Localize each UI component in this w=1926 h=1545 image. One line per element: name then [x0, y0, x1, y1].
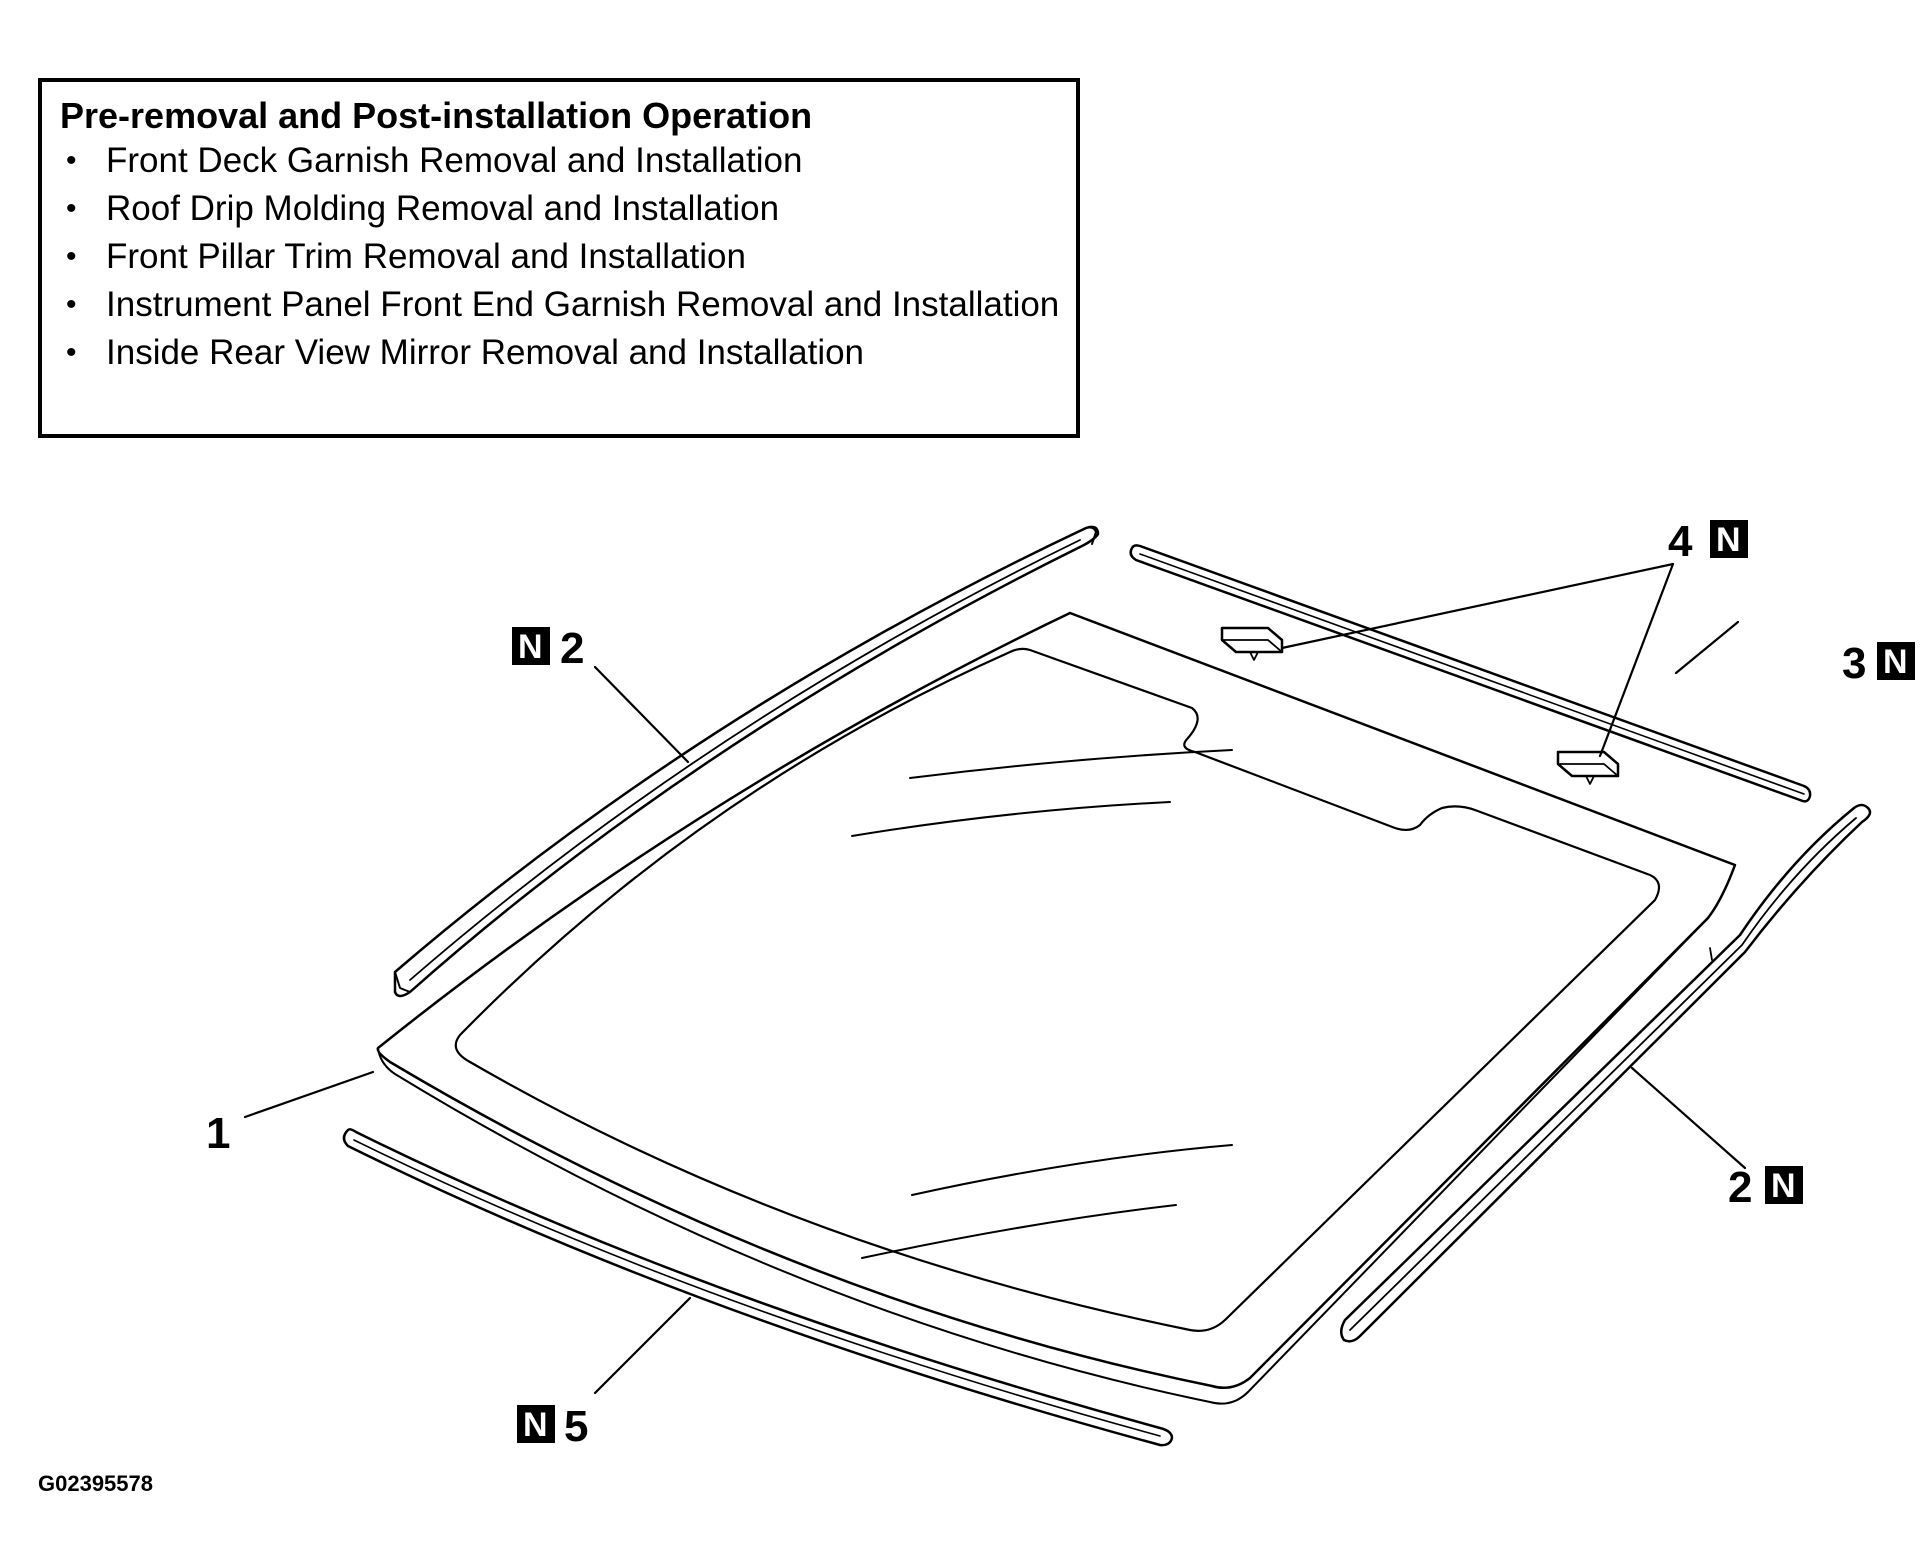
leader-line-left-pillar	[593, 665, 690, 764]
n-badge-text: N	[1716, 521, 1741, 559]
callout-roof-molding: 3 N	[1842, 639, 1915, 688]
n-badge	[1765, 1166, 1803, 1204]
bullet-icon: •	[66, 192, 77, 225]
left-pillar-molding	[393, 525, 1100, 998]
operation-item: • Inside Rear View Mirror Removal and In…	[60, 332, 1096, 374]
windshield-glass	[376, 611, 1737, 1405]
operation-item: • Instrument Panel Front End Garnish Rem…	[60, 284, 1096, 326]
callout-number: 1	[206, 1109, 230, 1158]
n-badge-text: N	[1771, 1167, 1796, 1205]
operation-item-label: Instrument Panel Front End Garnish Remov…	[106, 285, 1060, 324]
callout-number: 2	[560, 624, 584, 673]
leader-line-roof-molding	[1674, 620, 1740, 675]
right-pillar-molding	[1340, 803, 1872, 1343]
operation-item: • Front Pillar Trim Removal and Installa…	[60, 236, 1096, 278]
callout-windshield: 1	[206, 1109, 230, 1158]
callout-fasteners: 4 N	[1668, 517, 1748, 566]
bullet-icon: •	[66, 288, 77, 321]
n-badge-text: N	[1883, 643, 1908, 681]
bullet-icon: •	[66, 144, 77, 177]
leader-line-fastener-upper	[1280, 562, 1675, 650]
operation-item: • Roof Drip Molding Removal and Installa…	[60, 188, 1096, 230]
n-badge	[517, 1405, 555, 1443]
operations-list: • Front Deck Garnish Removal and Install…	[60, 140, 1059, 374]
operation-item-label: Roof Drip Molding Removal and Installati…	[106, 189, 780, 228]
callout-number: 2	[1728, 1163, 1752, 1212]
bullet-icon: •	[66, 336, 77, 369]
leader-lines	[243, 562, 1747, 1395]
leader-line-windshield	[243, 1070, 375, 1119]
fastener-clip-upper	[1220, 626, 1284, 661]
callout-number: 3	[1842, 639, 1866, 688]
roof-molding	[1129, 544, 1812, 803]
n-badge-text: N	[518, 628, 543, 666]
operation-item-label: Front Pillar Trim Removal and Installati…	[106, 237, 746, 276]
callout-number: 5	[564, 1402, 588, 1451]
callout-pillar-left: N 2	[512, 624, 584, 673]
leader-line-fastener-lower	[1598, 562, 1675, 758]
operation-item: • Front Deck Garnish Removal and Install…	[60, 140, 1096, 182]
operations-title: Pre-removal and Post-installation Operat…	[60, 95, 813, 136]
fastener-clip-lower	[1556, 750, 1620, 785]
leader-line-lower-molding	[593, 1296, 692, 1395]
n-badge	[512, 627, 550, 665]
operation-item-label: Inside Rear View Mirror Removal and Inst…	[106, 333, 865, 372]
operations-box: Pre-removal and Post-installation Operat…	[38, 78, 1080, 438]
n-badge-text: N	[523, 1406, 548, 1444]
operation-item-label: Front Deck Garnish Removal and Installat…	[106, 141, 803, 180]
n-badge	[1710, 520, 1748, 558]
leader-line-right-pillar	[1630, 1066, 1747, 1170]
bullet-icon: •	[66, 240, 77, 273]
callout-lower-molding: N 5	[517, 1402, 588, 1451]
callout-pillar-right: 2 N	[1728, 1163, 1803, 1212]
callout-number: 4	[1668, 517, 1693, 566]
figure-id: G02395578	[38, 1471, 153, 1496]
lower-molding	[342, 1128, 1174, 1447]
n-badge	[1877, 642, 1915, 680]
